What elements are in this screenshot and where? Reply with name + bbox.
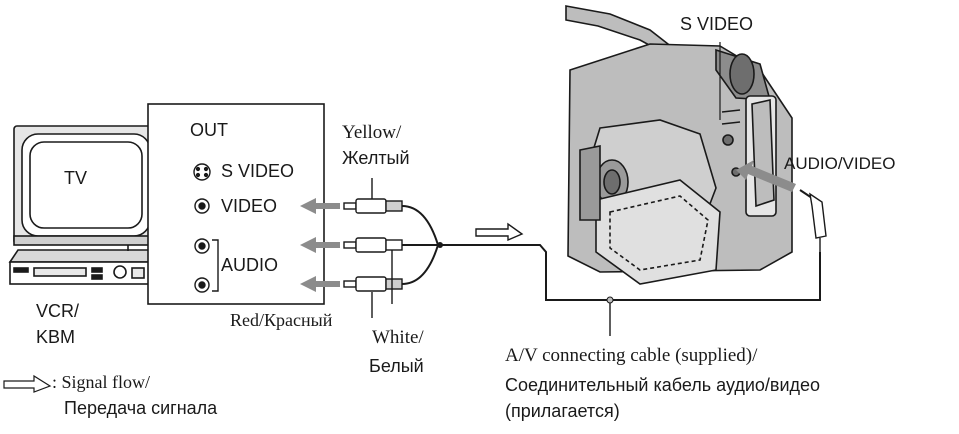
red-plug-icon: [343, 276, 403, 292]
yellow-plug-icon: [343, 178, 403, 214]
panel-out-label: OUT: [190, 120, 228, 140]
rca-plugs: [343, 178, 403, 292]
white-plug-icon: [343, 237, 403, 253]
white-plug-label-line1: White/: [372, 327, 424, 348]
legend-label-line2: Передача сигнала: [64, 398, 218, 418]
panel-svideo-label: S VIDEO: [221, 161, 295, 181]
camcorder-svideo-label: S VIDEO: [680, 14, 754, 34]
yellow-plug-label-line1: Yellow/: [342, 122, 402, 143]
signal-flow-arrow-icon: [475, 222, 524, 242]
vcr-illustration: [8, 247, 160, 287]
cable-junction: [437, 242, 443, 248]
cable-label-line2: Соединительный кабель аудио/видео: [505, 375, 821, 395]
signal-arrows: [300, 198, 340, 292]
legend-label-line1: : Signal flow/: [52, 372, 150, 392]
audio-jacks-icon: [194, 238, 219, 293]
av-mini-plug-icon: [799, 189, 827, 252]
video-jack-icon: [194, 198, 210, 214]
camcorder-illustration: [565, 5, 793, 285]
legend-signal-flow-icon: [3, 374, 52, 393]
cable-label-line3: (прилагается): [505, 401, 620, 421]
av-cable: [371, 205, 821, 336]
panel-video-label: VIDEO: [221, 196, 278, 216]
vcr-label-line2: KBM: [36, 327, 76, 347]
red-plug-label: Red/Красный: [230, 310, 333, 330]
tv-illustration: [13, 125, 163, 246]
cable-label-line1: A/V connecting cable (supplied)/: [505, 345, 758, 366]
cable-marker: [606, 296, 614, 304]
white-plug-label-line2: Белый: [369, 356, 424, 376]
panel-audio-label: AUDIO: [221, 255, 279, 275]
tv-screen-label: TV: [64, 168, 87, 188]
audio-video-arrow: [736, 160, 796, 192]
svideo-jack-icon: [193, 163, 211, 181]
yellow-plug-label-line2: Желтый: [342, 148, 410, 168]
camcorder-audio-video-label: AUDIO/VIDEO: [784, 154, 896, 173]
vcr-label-line1: VCR/: [36, 301, 80, 321]
